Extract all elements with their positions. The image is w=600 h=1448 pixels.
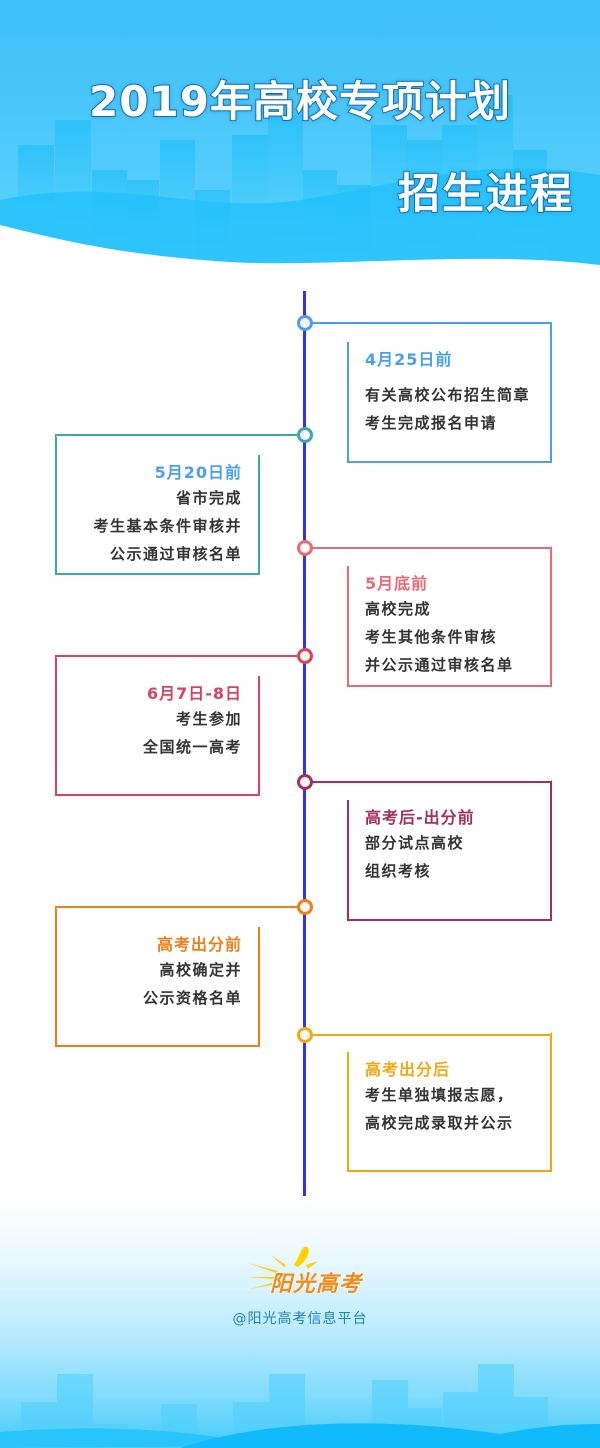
event-description-line: 高校完成 bbox=[365, 600, 432, 618]
timeline-axis bbox=[303, 291, 306, 1196]
event-description-line: 组织考核 bbox=[365, 862, 432, 880]
timeline-card: 高考后-出分前部分试点高校组织考核 bbox=[347, 780, 552, 921]
event-description-line: 并公示通过审核名单 bbox=[365, 656, 514, 674]
event-date: 高考出分后 bbox=[365, 1060, 451, 1079]
timeline-card: 6月7日-8日考生参加全国统一高考 bbox=[55, 656, 260, 796]
logo-text: 阳光高考 bbox=[269, 1272, 363, 1298]
timeline-connector bbox=[55, 434, 297, 436]
timeline-node bbox=[297, 899, 313, 915]
platform-handle: @阳光高考信息平台 bbox=[232, 1311, 368, 1327]
event-description-line: 公示资格名单 bbox=[142, 989, 242, 1007]
event-description-line: 考生其他条件审核 bbox=[365, 628, 498, 646]
footer-banner bbox=[0, 1196, 600, 1448]
timeline-node bbox=[297, 648, 313, 664]
timeline-card: 5月20日前省市完成考生基本条件审核并公示通过审核名单 bbox=[55, 435, 260, 575]
wave-decoration bbox=[0, 168, 600, 280]
timeline-node bbox=[297, 1027, 313, 1043]
card-accent-bar bbox=[347, 342, 349, 463]
event-description-line: 有关高校公布招生简章 bbox=[365, 386, 531, 404]
card-accent-bar bbox=[258, 676, 260, 796]
timeline-node bbox=[297, 427, 313, 443]
event-date: 4月25日前 bbox=[365, 350, 453, 369]
event-description-line: 考生单独填报志愿， bbox=[365, 1086, 514, 1104]
timeline-node bbox=[297, 774, 313, 790]
card-accent-bar bbox=[258, 927, 260, 1047]
timeline-connector bbox=[312, 547, 552, 549]
event-date: 5月底前 bbox=[365, 574, 429, 593]
event-date: 6月7日-8日 bbox=[146, 684, 242, 703]
card-accent-bar bbox=[258, 455, 260, 575]
page-title: 2019年高校专项计划 bbox=[88, 76, 511, 127]
timeline-connector bbox=[55, 906, 297, 908]
card-accent-bar bbox=[347, 1052, 349, 1172]
event-description-line: 考生完成报名申请 bbox=[365, 414, 498, 432]
timeline-connector bbox=[312, 1034, 552, 1036]
event-description-line: 部分试点高校 bbox=[365, 834, 465, 852]
event-date: 高考后-出分前 bbox=[365, 808, 475, 827]
timeline-node bbox=[297, 540, 313, 556]
header-banner: 2019年高校专项计划 招生进程 bbox=[0, 0, 600, 280]
card-accent-bar bbox=[347, 566, 349, 687]
sun-logo-icon bbox=[248, 1246, 318, 1289]
event-description-line: 考生参加 bbox=[175, 710, 242, 728]
event-description-line: 考生基本条件审核并 bbox=[93, 517, 242, 535]
event-date: 5月20日前 bbox=[154, 463, 242, 482]
timeline-connector bbox=[55, 655, 297, 657]
timeline-node bbox=[297, 315, 313, 331]
timeline-card: 高考出分前高校确定并公示资格名单 bbox=[55, 907, 260, 1047]
footer-skyline-decoration bbox=[0, 1364, 600, 1448]
event-description-line: 全国统一高考 bbox=[142, 738, 242, 756]
event-description-line: 高校完成录取并公示 bbox=[365, 1114, 514, 1132]
timeline-card: 4月25日前有关高校公布招生简章考生完成报名申请 bbox=[347, 322, 552, 463]
event-date: 高考出分前 bbox=[156, 935, 242, 954]
timeline-card: 高考出分后考生单独填报志愿， 高校完成录取并公示 bbox=[347, 1032, 552, 1172]
timeline-connector bbox=[312, 322, 552, 324]
event-description-line: 省市完成 bbox=[175, 489, 242, 507]
timeline-card: 5月底前高校完成考生其他条件审核并公示通过审核名单 bbox=[347, 546, 552, 687]
page-subtitle: 招生进程 bbox=[397, 168, 574, 219]
card-accent-bar bbox=[347, 800, 349, 921]
event-description-line: 高校确定并 bbox=[159, 961, 242, 979]
event-description-line: 公示通过审核名单 bbox=[109, 545, 242, 563]
timeline-connector bbox=[312, 781, 552, 783]
